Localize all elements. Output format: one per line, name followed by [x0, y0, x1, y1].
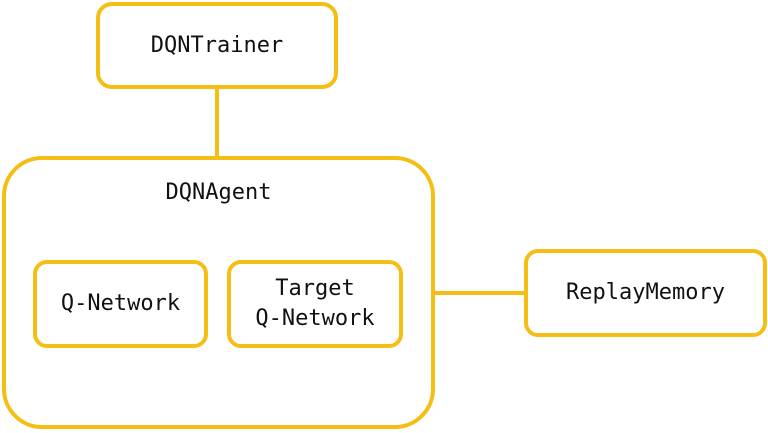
q-network-label: Q-Network	[60, 291, 181, 316]
dqn-agent-label: DQNAgent	[165, 180, 272, 205]
dqn-trainer-node: DQNTrainer	[96, 2, 338, 89]
q-network-node: Q-Network	[33, 260, 208, 348]
target-q-network-label-line2: Q-Network	[255, 306, 375, 331]
trainer-agent-connector	[215, 89, 219, 156]
replay-memory-node: ReplayMemory	[524, 249, 767, 337]
target-q-network-node: Target Q-Network	[227, 260, 403, 348]
replay-memory-label: ReplayMemory	[566, 280, 725, 305]
dqn-trainer-label: DQNTrainer	[150, 32, 284, 58]
agent-memory-connector	[435, 291, 524, 295]
target-q-network-label-line1: Target	[275, 276, 355, 301]
